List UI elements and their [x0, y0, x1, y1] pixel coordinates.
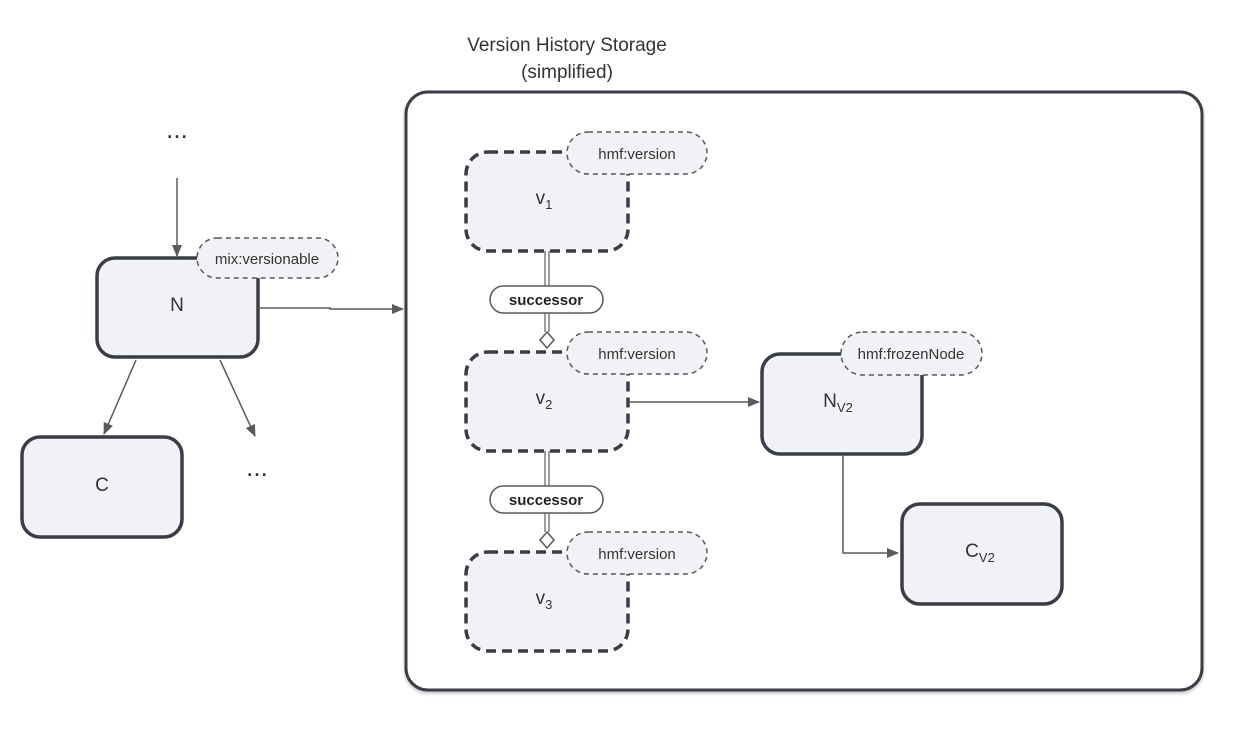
successor-label-2: successor — [509, 492, 583, 509]
ellipsis-bottom: ... — [246, 452, 268, 482]
tag-mix-versionable-label: mix:versionable — [215, 251, 319, 268]
tag-v1-hmf-version — [566, 131, 708, 175]
tag-v3-hmf-version — [566, 531, 708, 575]
node-c-v2-label: CV2 — [965, 541, 995, 565]
tag-v3-hmf-version-label: hmf:version — [598, 546, 676, 563]
arrow-n-to-ellipsis — [219, 359, 256, 437]
successor-label-1: successor — [509, 292, 583, 309]
tag-v2-hmf-version — [566, 331, 708, 375]
ellipsis-top: ... — [166, 114, 188, 144]
tag-mix-versionable — [196, 237, 339, 279]
node-c-v2[interactable] — [900, 502, 1064, 606]
successor-diamond-1 — [539, 330, 555, 350]
successor-label-2-box — [489, 485, 604, 514]
node-c[interactable] — [20, 435, 184, 539]
tag-v1-hmf-version-label: hmf:version — [598, 146, 676, 163]
arrow-n-to-c — [103, 359, 137, 435]
node-v3-label: v3 — [536, 588, 553, 612]
node-v1-label: v1 — [536, 188, 553, 212]
storage-title-line2: (simplified) — [521, 62, 613, 83]
node-n-label: N — [170, 295, 184, 316]
successor-label-1-box — [489, 285, 604, 314]
node-v1[interactable] — [464, 150, 630, 253]
node-v2-label: v2 — [536, 388, 553, 412]
successor-diamond-2 — [539, 530, 555, 550]
arrow-nv2-to-cv2 — [842, 455, 899, 558]
node-v3[interactable] — [464, 550, 630, 653]
arrow-n-to-storage — [258, 304, 404, 314]
node-c-label: C — [95, 475, 109, 496]
storage-title-line1: Version History Storage — [467, 35, 667, 56]
node-n-v2-label: NV2 — [823, 391, 853, 415]
tag-v2-hmf-version-label: hmf:version — [598, 346, 676, 363]
tag-hmf-frozennode-label: hmf:frozenNode — [858, 346, 965, 363]
tag-hmf-frozennode — [840, 331, 983, 376]
